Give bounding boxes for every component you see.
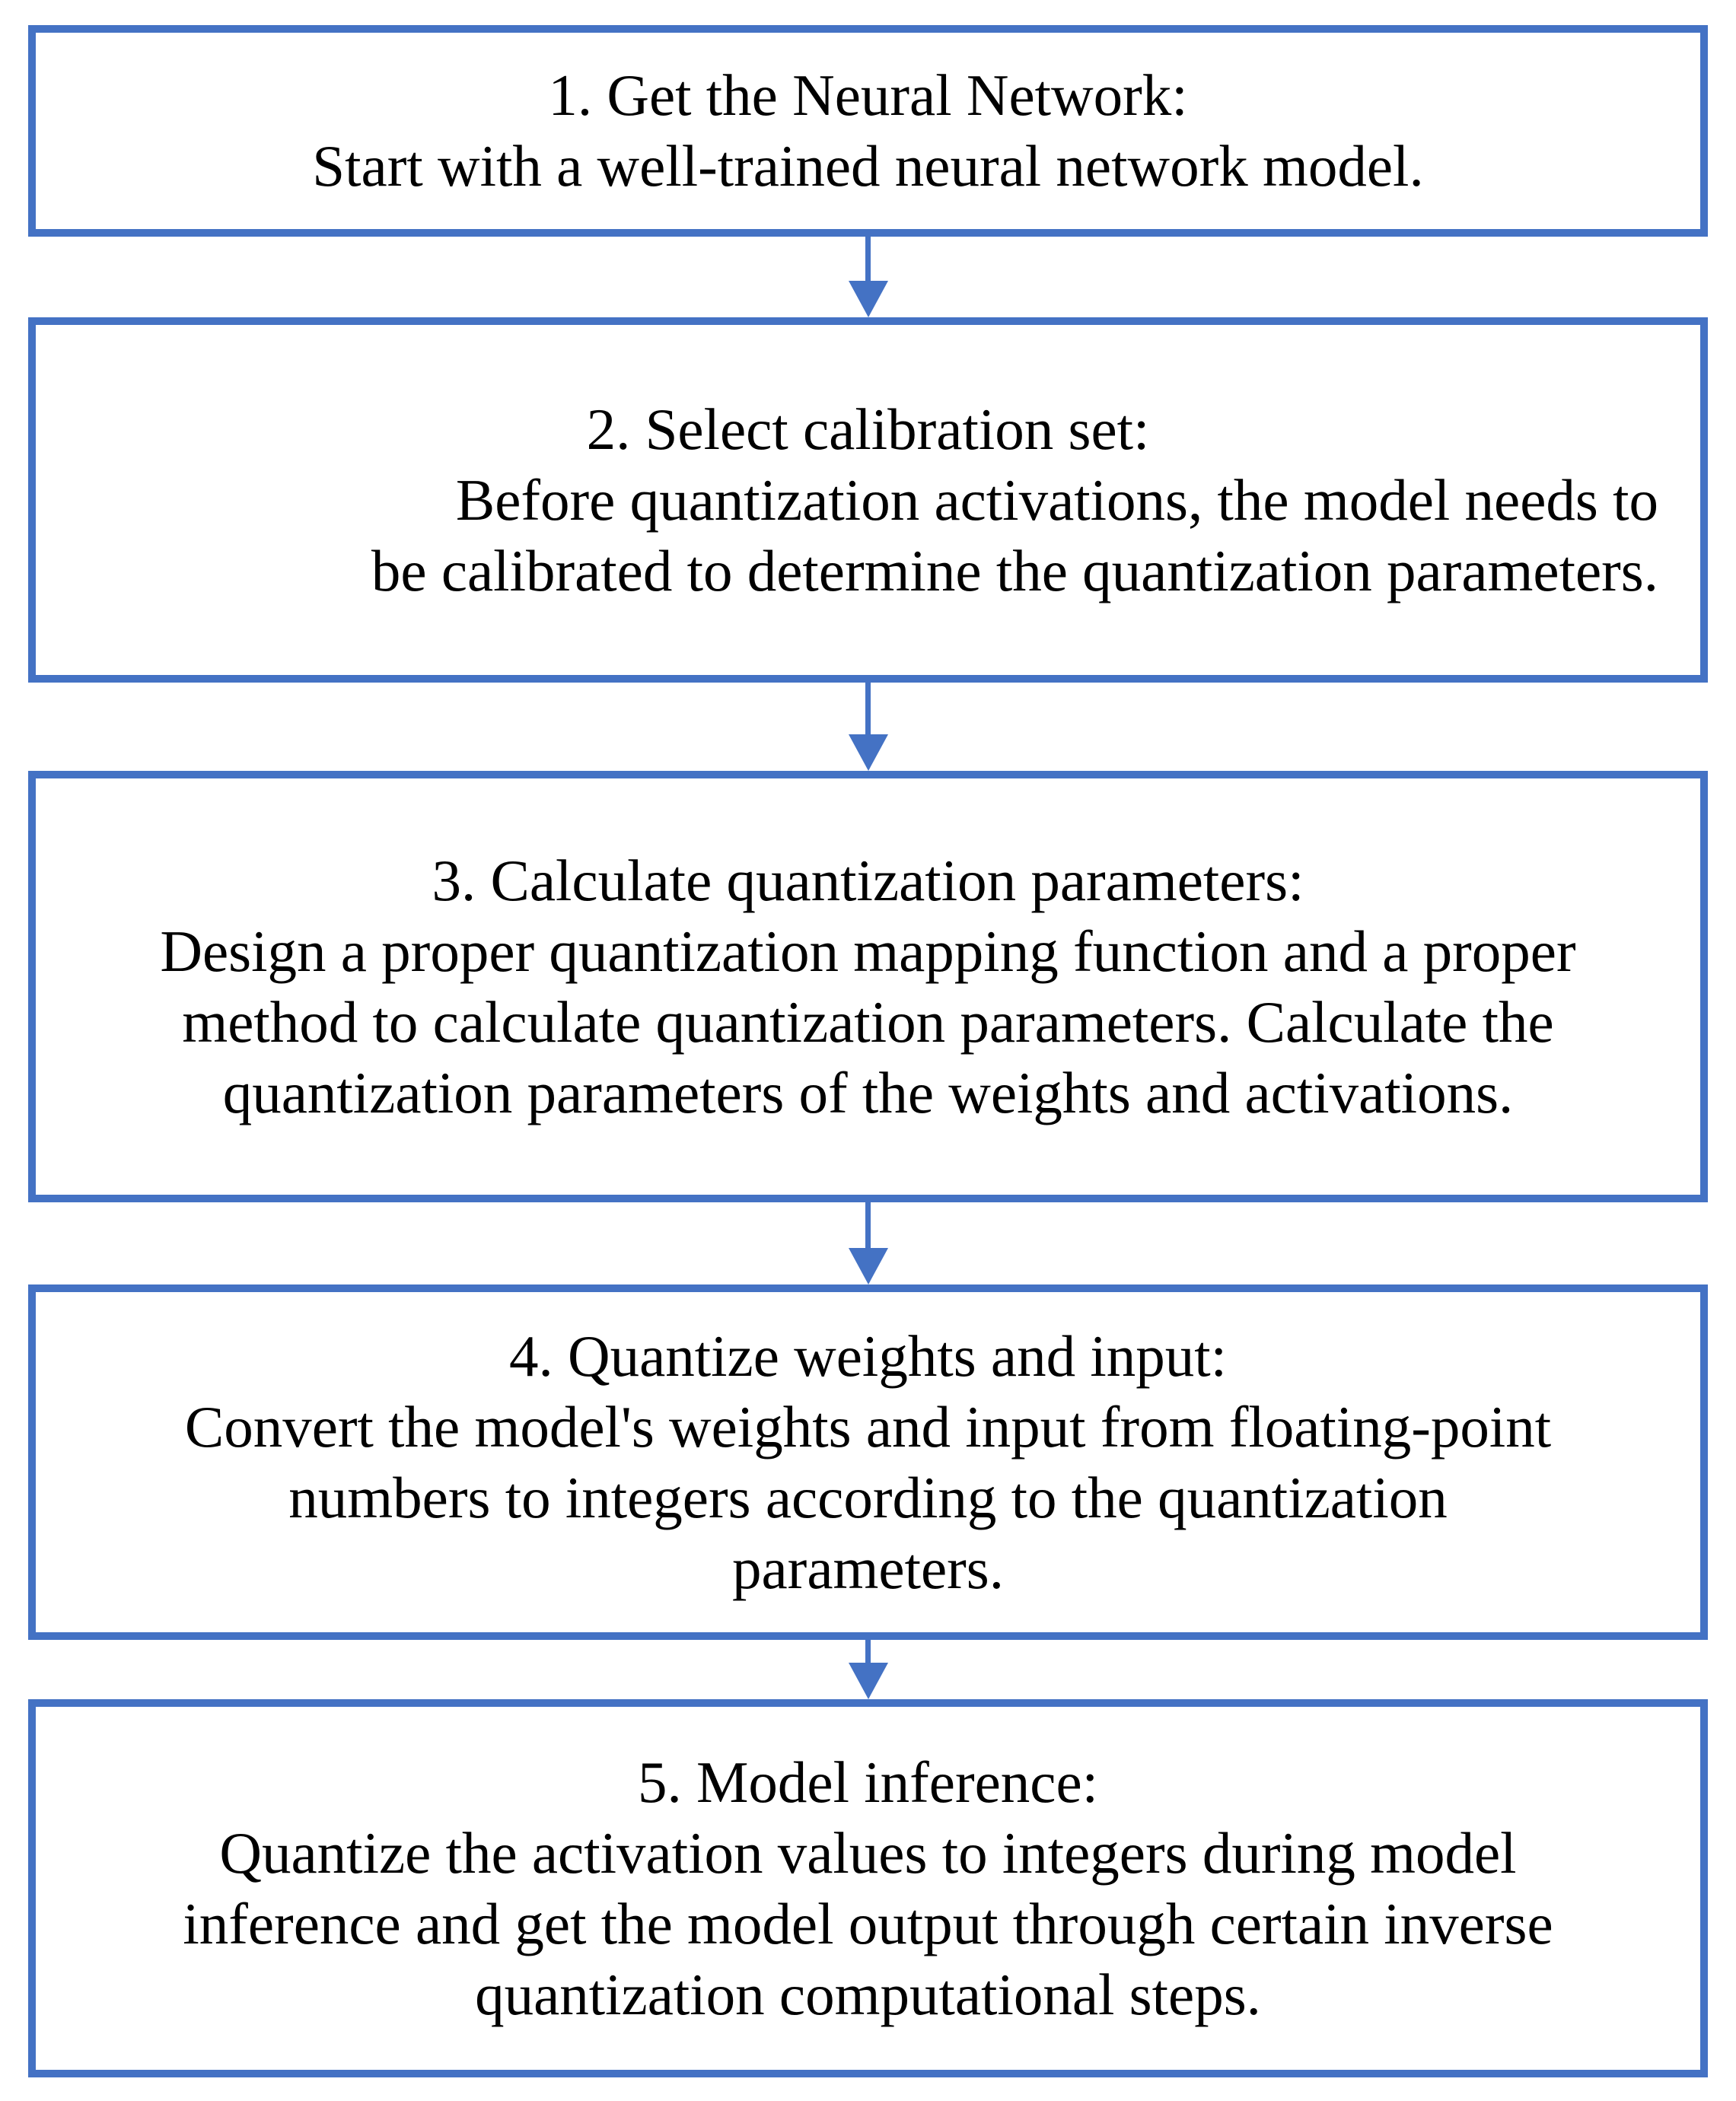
arrow-head-icon xyxy=(848,1663,888,1699)
down-arrow-connector xyxy=(846,683,891,771)
step-body-line: quantization parameters of the weights a… xyxy=(222,1059,1514,1125)
step-body-line: quantization computational steps. xyxy=(475,1961,1261,2027)
step-title: 3. Calculate quantization parameters: xyxy=(432,847,1304,913)
step-box-1: 1. Get the Neural Network:Start with a w… xyxy=(28,25,1708,237)
step-body-line: Start with a well-trained neural network… xyxy=(312,133,1424,199)
flowchart-column: 1. Get the Neural Network:Start with a w… xyxy=(28,25,1708,2077)
step-body-line: parameters. xyxy=(732,1535,1004,1601)
down-arrow-connector xyxy=(846,237,891,317)
step-box-4: 4. Quantize weights and input:Convert th… xyxy=(28,1284,1708,1640)
step-title: 4. Quantize weights and input: xyxy=(508,1323,1228,1389)
step-box-2: 2. Select calibration set:Before quantiz… xyxy=(28,317,1708,683)
arrow-stem xyxy=(865,237,871,281)
step-box-5: 5. Model inference:Quantize the activati… xyxy=(28,1699,1708,2077)
step-box-3: 3. Calculate quantization parameters:Des… xyxy=(28,771,1708,1202)
step-body-line: numbers to integers according to the qua… xyxy=(288,1464,1448,1530)
step-body-line: Before quantization activations, the mod… xyxy=(455,466,1658,533)
step-title: 2. Select calibration set: xyxy=(586,396,1150,462)
step-body-line: Convert the model's weights and input fr… xyxy=(184,1393,1552,1460)
step-title: 1. Get the Neural Network: xyxy=(548,62,1188,128)
step-body-line: Design a proper quantization mapping fun… xyxy=(160,918,1576,984)
arrow-head-icon xyxy=(848,734,888,771)
arrow-stem xyxy=(865,1202,871,1248)
arrow-stem xyxy=(865,683,871,734)
step-body-line: be calibrated to determine the quantizat… xyxy=(371,537,1658,603)
arrow-head-icon xyxy=(848,281,888,317)
step-body-line: Quantize the activation values to intege… xyxy=(219,1819,1517,1886)
step-body-line: inference and get the model output throu… xyxy=(183,1890,1553,1956)
down-arrow-connector xyxy=(846,1202,891,1284)
step-title: 5. Model inference: xyxy=(637,1749,1099,1815)
arrow-head-icon xyxy=(848,1248,888,1284)
step-body-line: method to calculate quantization paramet… xyxy=(182,988,1554,1055)
down-arrow-connector xyxy=(846,1640,891,1699)
arrow-stem xyxy=(865,1640,871,1663)
